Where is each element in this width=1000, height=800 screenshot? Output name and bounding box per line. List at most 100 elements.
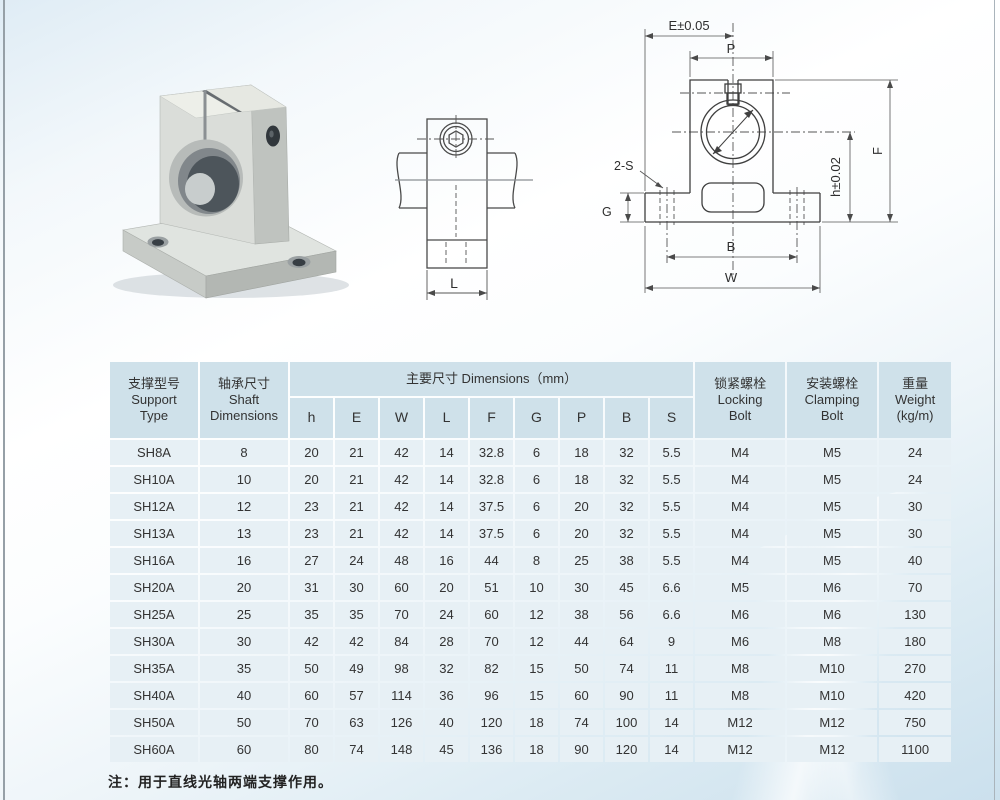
table-cell: 21	[335, 467, 378, 492]
col-header-dimensions-group: 主要尺寸 Dimensions（mm）	[290, 362, 694, 396]
clamping-slot	[701, 182, 765, 213]
table-cell: M8	[787, 629, 878, 654]
table-cell: 50	[560, 656, 603, 681]
dim-label-g: G	[602, 205, 612, 219]
support-type-cell: SH13A	[110, 521, 198, 546]
dim-label-s: 2-S	[614, 159, 633, 173]
support-type-cell: SH12A	[110, 494, 198, 519]
table-cell: 20	[560, 494, 603, 519]
table-cell: 8	[515, 548, 558, 573]
table-cell: 60	[560, 683, 603, 708]
table-cell: 40	[200, 683, 288, 708]
support-type-cell: SH35A	[110, 656, 198, 681]
support-type-cell: SH16A	[110, 548, 198, 573]
table-cell: 20	[425, 575, 468, 600]
dim-col-header: B	[605, 398, 648, 438]
table-cell: 180	[879, 629, 952, 654]
table-cell: M4	[695, 467, 786, 492]
table-cell: M5	[787, 548, 878, 573]
table-cell: 40	[879, 548, 952, 573]
dim-col-header: P	[560, 398, 603, 438]
table-cell: 270	[879, 656, 952, 681]
table-cell: 74	[335, 737, 378, 762]
table-cell: M10	[787, 656, 878, 681]
table-cell: 14	[650, 710, 694, 735]
table-cell: 10	[200, 467, 288, 492]
spec-section: 支撑型号 Support Type 轴承尺寸 Shaft Dimensions …	[108, 360, 952, 792]
dimensions-table: 支撑型号 Support Type 轴承尺寸 Shaft Dimensions …	[108, 360, 953, 764]
table-cell: 18	[560, 440, 603, 465]
table-cell: 51	[470, 575, 513, 600]
table-cell: 20	[290, 440, 333, 465]
table-cell: M6	[695, 629, 786, 654]
table-cell: 23	[290, 521, 333, 546]
table-cell: 60	[290, 683, 333, 708]
page-left-edge	[3, 0, 5, 800]
table-cell: 15	[515, 656, 558, 681]
dim-col-header: F	[470, 398, 513, 438]
table-cell: 90	[560, 737, 603, 762]
front-view-svg: E±0.05 P 2-S G B W h±0.02 F	[602, 18, 898, 293]
support-type-cell: SH40A	[110, 683, 198, 708]
table-cell: 70	[290, 710, 333, 735]
table-cell: 25	[560, 548, 603, 573]
col-header-shaft-dimensions: 轴承尺寸 Shaft Dimensions	[200, 362, 288, 438]
table-cell: 13	[200, 521, 288, 546]
table-cell: 750	[879, 710, 952, 735]
table-cell: 23	[290, 494, 333, 519]
support-type-cell: SH8A	[110, 440, 198, 465]
dim-label-w: W	[725, 270, 738, 285]
support-type-cell: SH25A	[110, 602, 198, 627]
support-type-cell: SH60A	[110, 737, 198, 762]
table-cell: 6	[515, 521, 558, 546]
table-cell: M8	[695, 656, 786, 681]
table-cell: 14	[425, 440, 468, 465]
table-cell: 32.8	[470, 467, 513, 492]
table-cell: 11	[650, 683, 694, 708]
table-cell: 30	[879, 521, 952, 546]
table-cell: M12	[695, 710, 786, 735]
clamp-slit	[202, 90, 242, 112]
table-cell: 18	[515, 710, 558, 735]
table-cell: 44	[560, 629, 603, 654]
table-cell: 6.6	[650, 602, 694, 627]
table-cell: 6.6	[650, 575, 694, 600]
table-cell: 14	[650, 737, 694, 762]
table-cell: 5.5	[650, 467, 694, 492]
table-cell: 25	[200, 602, 288, 627]
table-cell: 12	[200, 494, 288, 519]
table-cell: 24	[425, 602, 468, 627]
table-cell: 98	[380, 656, 423, 681]
table-cell: M6	[787, 575, 878, 600]
table-cell: 96	[470, 683, 513, 708]
dim-col-header: W	[380, 398, 423, 438]
table-cell: 42	[380, 467, 423, 492]
table-cell: 32	[605, 521, 648, 546]
table-cell: 74	[605, 656, 648, 681]
table-cell: 45	[605, 575, 648, 600]
dim-label-l: L	[450, 275, 458, 291]
support-type-cell: SH50A	[110, 710, 198, 735]
page-right-edge	[994, 0, 995, 800]
table-cell: 24	[879, 467, 952, 492]
table-cell: 35	[200, 656, 288, 681]
table-cell: 16	[200, 548, 288, 573]
table-cell: 74	[560, 710, 603, 735]
table-cell: 18	[515, 737, 558, 762]
table-cell: 20	[290, 467, 333, 492]
table-cell: 36	[425, 683, 468, 708]
table-cell: M5	[787, 494, 878, 519]
table-cell: 84	[380, 629, 423, 654]
col-header-weight: 重量 Weight (kg/m)	[879, 362, 952, 438]
table-cell: 9	[650, 629, 694, 654]
table-cell: 148	[380, 737, 423, 762]
table-cell: 63	[335, 710, 378, 735]
table-cell: 120	[605, 737, 648, 762]
